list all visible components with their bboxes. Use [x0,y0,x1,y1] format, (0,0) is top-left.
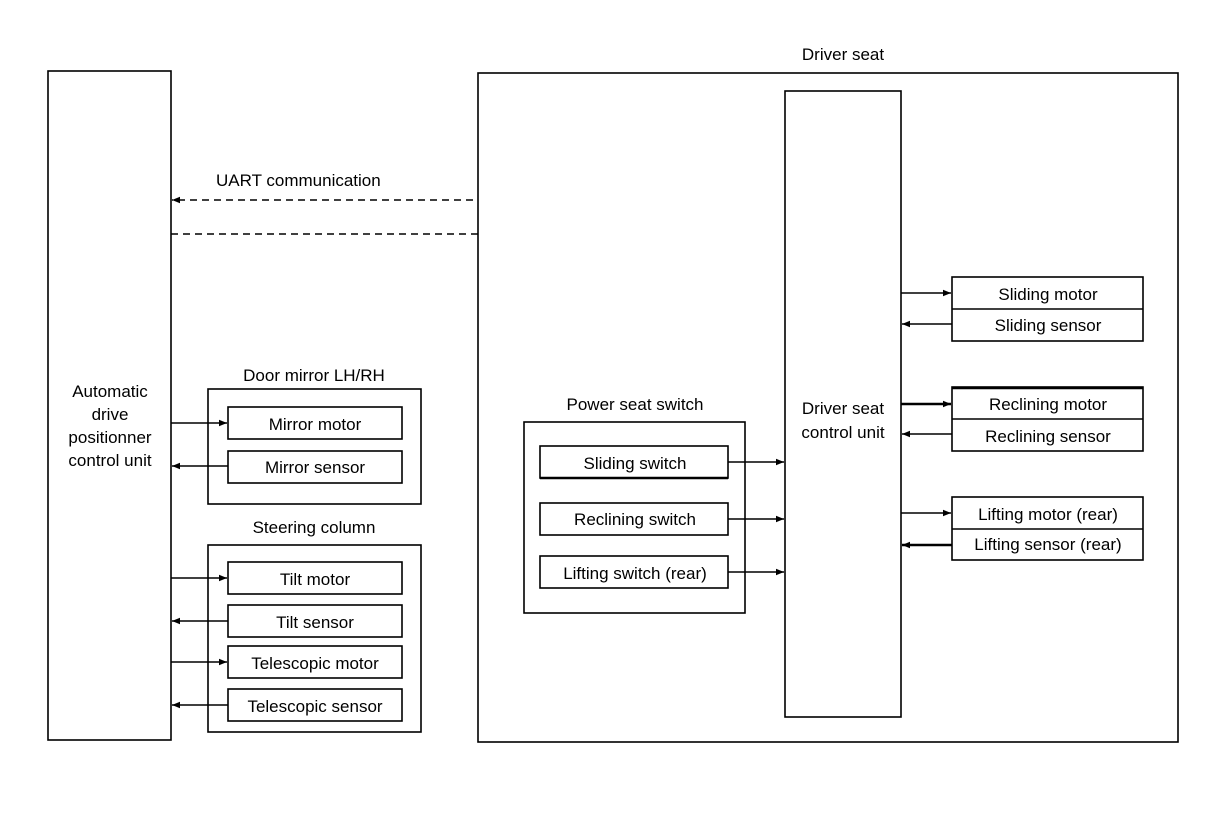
steering-column-group: Steering column Tilt motor Tilt sensor T… [207,518,422,733]
lifting-switch-box [539,555,729,589]
driver-seat-control-unit [784,90,902,718]
steering-column-title: Steering column [253,518,376,537]
tilt-sensor-label: Tilt sensor [276,613,354,632]
telescopic-sensor-box [227,688,403,722]
door-mirror-group: Door mirror LH/RH Mirror motor Mirror se… [207,366,422,505]
telescopic-motor-label: Telescopic motor [251,654,379,673]
mirror-sensor-box [227,450,403,484]
adp-unit-label-1: Automatic [72,382,148,401]
telescopic-sensor-label: Telescopic sensor [247,697,382,716]
driver-seat-title: Driver seat [802,45,884,64]
adp-unit-label-2: drive [92,405,129,424]
sliding-switch-label: Sliding switch [584,454,687,473]
adp-unit-label-4: control unit [68,451,151,470]
sliding-motor-label: Sliding motor [998,285,1098,304]
tilt-motor-box [227,561,403,595]
lifting-switch-label: Lifting switch (rear) [563,564,707,583]
door-mirror-title: Door mirror LH/RH [243,366,385,385]
tilt-motor-label: Tilt motor [280,570,351,589]
tilt-sensor-box [227,604,403,638]
mirror-motor-label: Mirror motor [269,415,362,434]
mirror-motor-box [227,406,403,440]
telescopic-motor-box [227,645,403,679]
adp-unit-label-3: positionner [68,428,152,447]
adp-control-unit: Automatic drive positionner control unit [47,70,172,741]
power-seat-switch-title: Power seat switch [567,395,704,414]
driver-seat-unit-label-2: control unit [801,423,884,442]
sliding-sensor-label: Sliding sensor [995,316,1102,335]
reclining-switch-label: Reclining switch [574,510,696,529]
reclining-motor-label: Reclining motor [989,395,1107,414]
lifting-sensor-label: Lifting sensor (rear) [974,535,1121,554]
mirror-sensor-label: Mirror sensor [265,458,365,477]
lifting-motor-label: Lifting motor (rear) [978,505,1118,524]
driver-seat-unit-label-1: Driver seat [802,399,884,418]
driver-seat-group: Driver seat Driver seat control unit Pow… [477,45,1179,743]
uart-communication-label: UART communication [216,171,381,190]
reclining-sensor-label: Reclining sensor [985,427,1111,446]
